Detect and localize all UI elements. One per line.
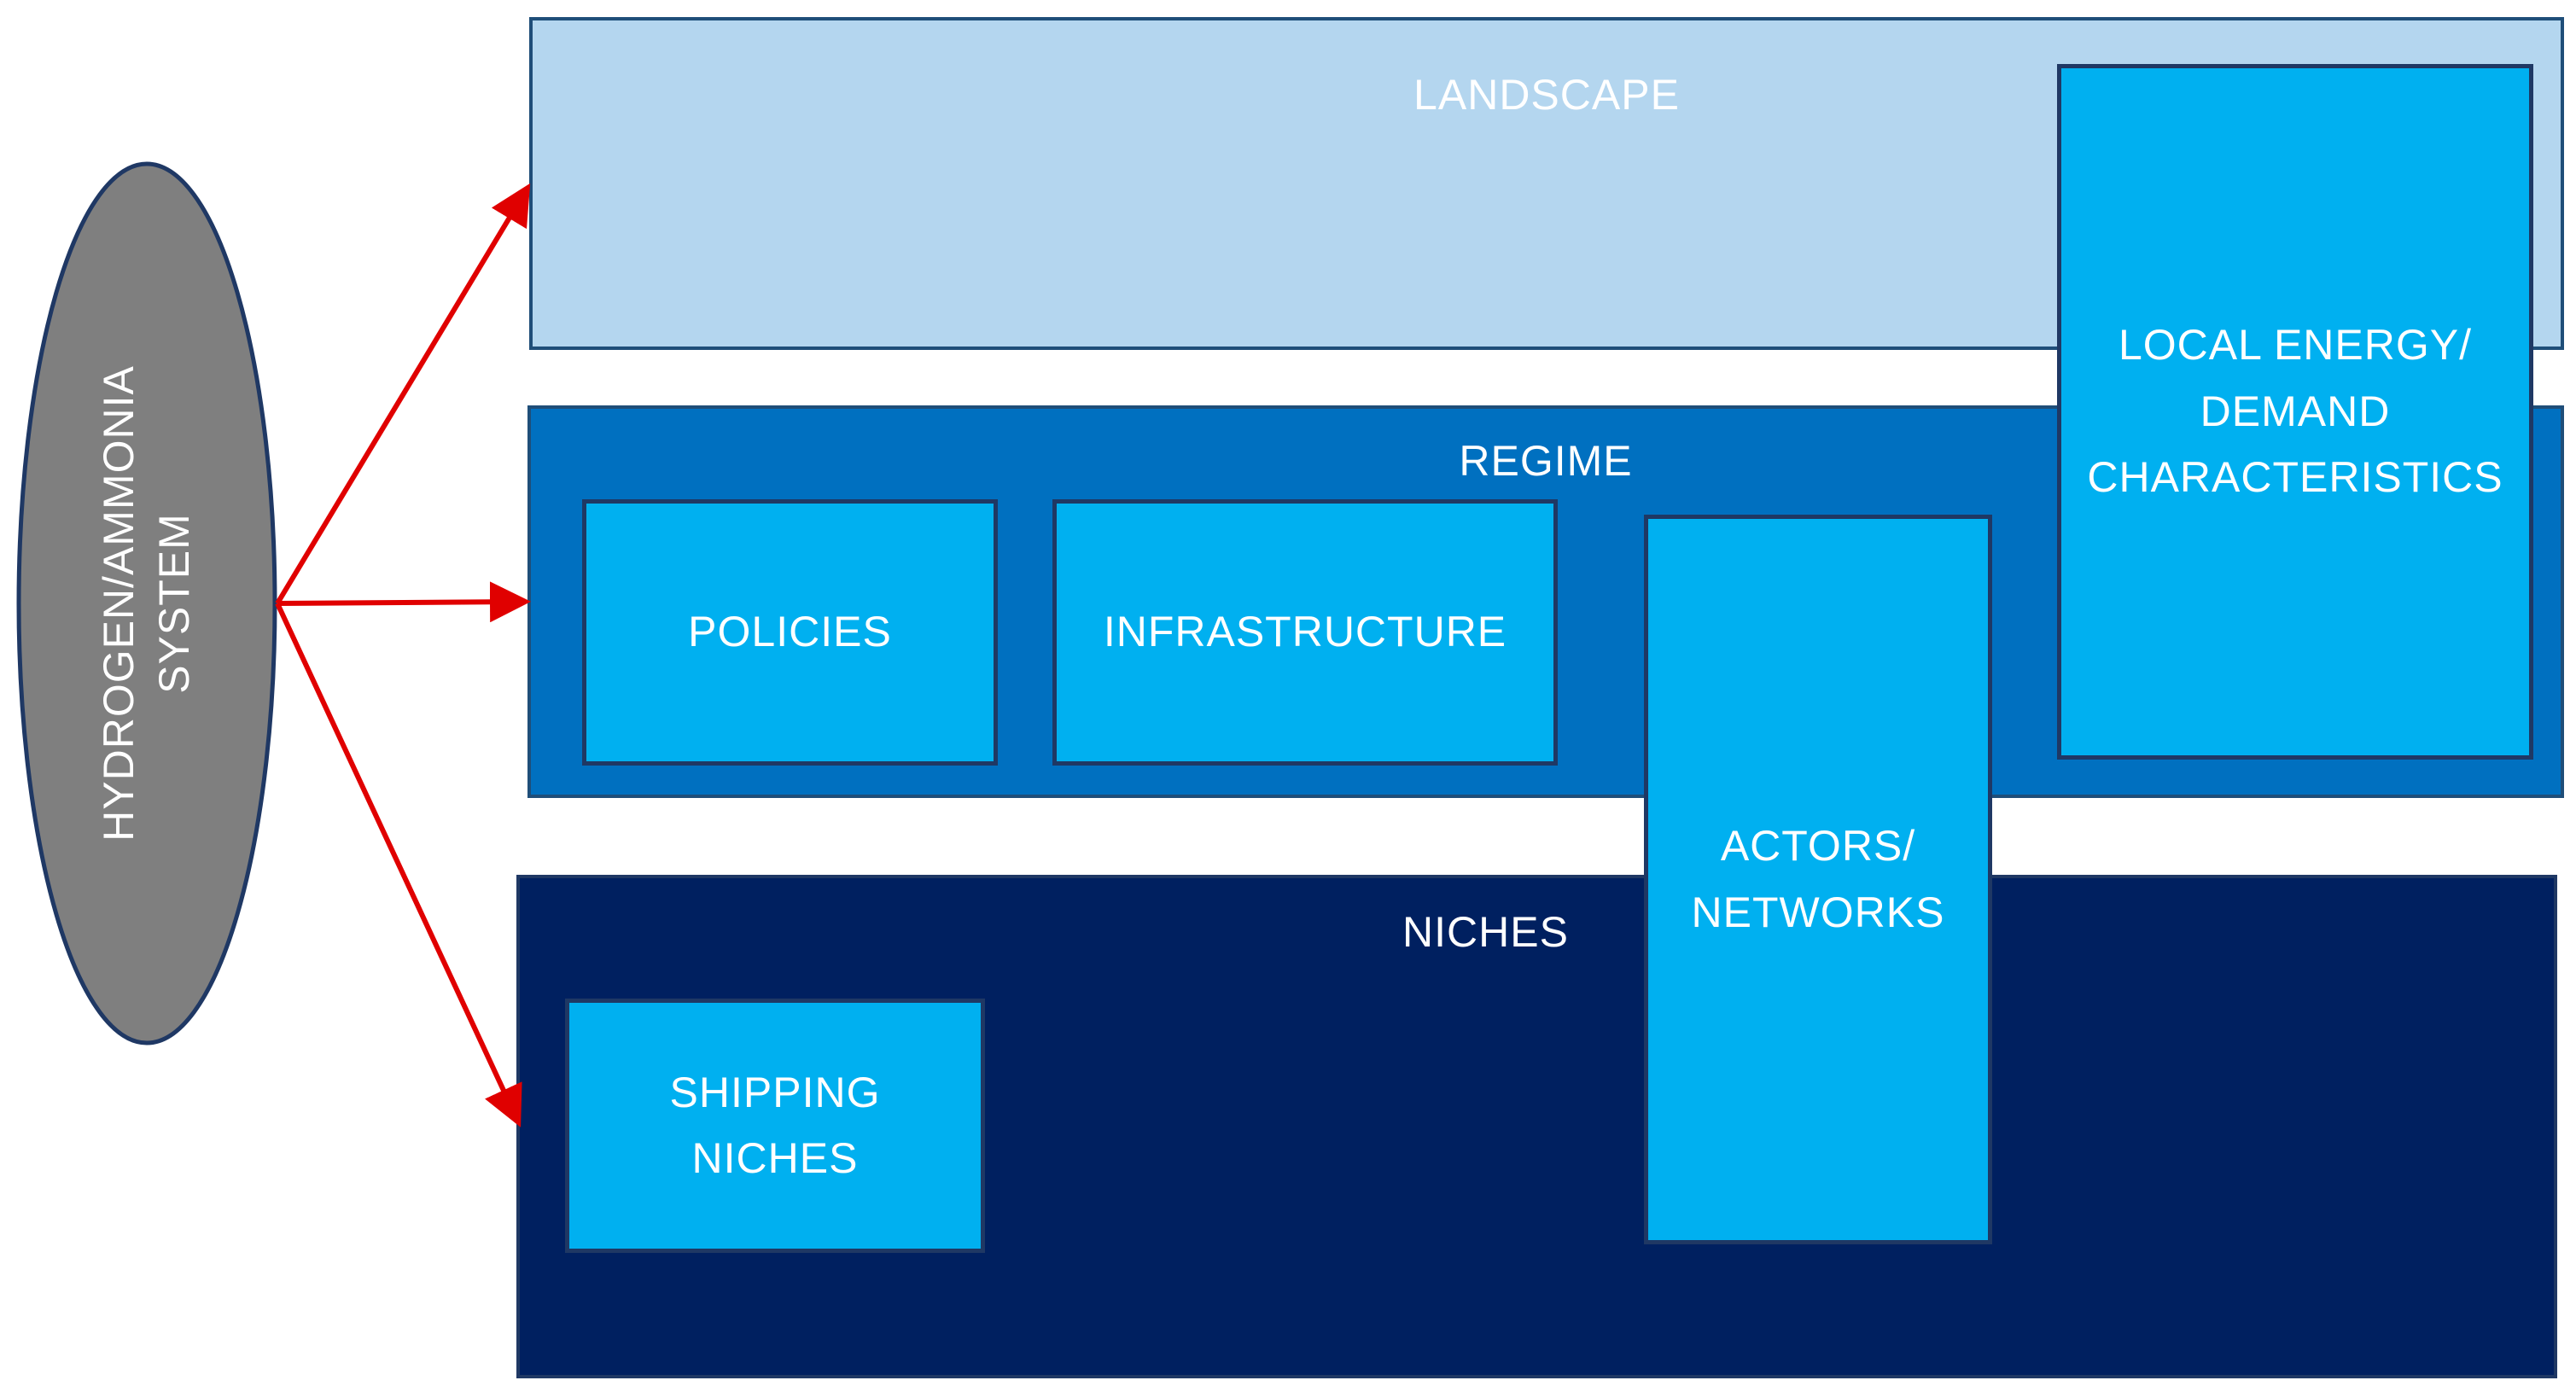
regime-title: REGIME [1459,437,1633,485]
arrow-to-landscape [275,183,531,605]
shipping-niches-box: SHIPPING NICHES [565,999,985,1253]
niches-title: NICHES [1402,908,1569,956]
local-energy-demand-box: LOCAL ENERGY/ DEMAND CHARACTERISTICS [2057,64,2533,760]
policies-box: POLICIES [582,499,998,766]
policies-label: POLICIES [688,608,892,656]
infrastructure-label: INFRASTRUCTURE [1103,608,1507,656]
actors-networks-box: ACTORS/ NETWORKS [1644,515,1992,1244]
arrow-to-regime [277,581,531,623]
landscape-title: LANDSCAPE [1413,71,1680,119]
actors-networks-label: ACTORS/ NETWORKS [1691,822,1945,936]
infrastructure-box: INFRASTRUCTURE [1052,499,1558,766]
arrow-to-niches [275,602,522,1127]
local-energy-demand-label: LOCAL ENERGY/ DEMAND CHARACTERISTICS [2087,321,2503,502]
system-ellipse-shape [16,161,277,1045]
system-ellipse [16,161,277,1045]
shipping-niches-label: SHIPPING NICHES [669,1068,881,1183]
